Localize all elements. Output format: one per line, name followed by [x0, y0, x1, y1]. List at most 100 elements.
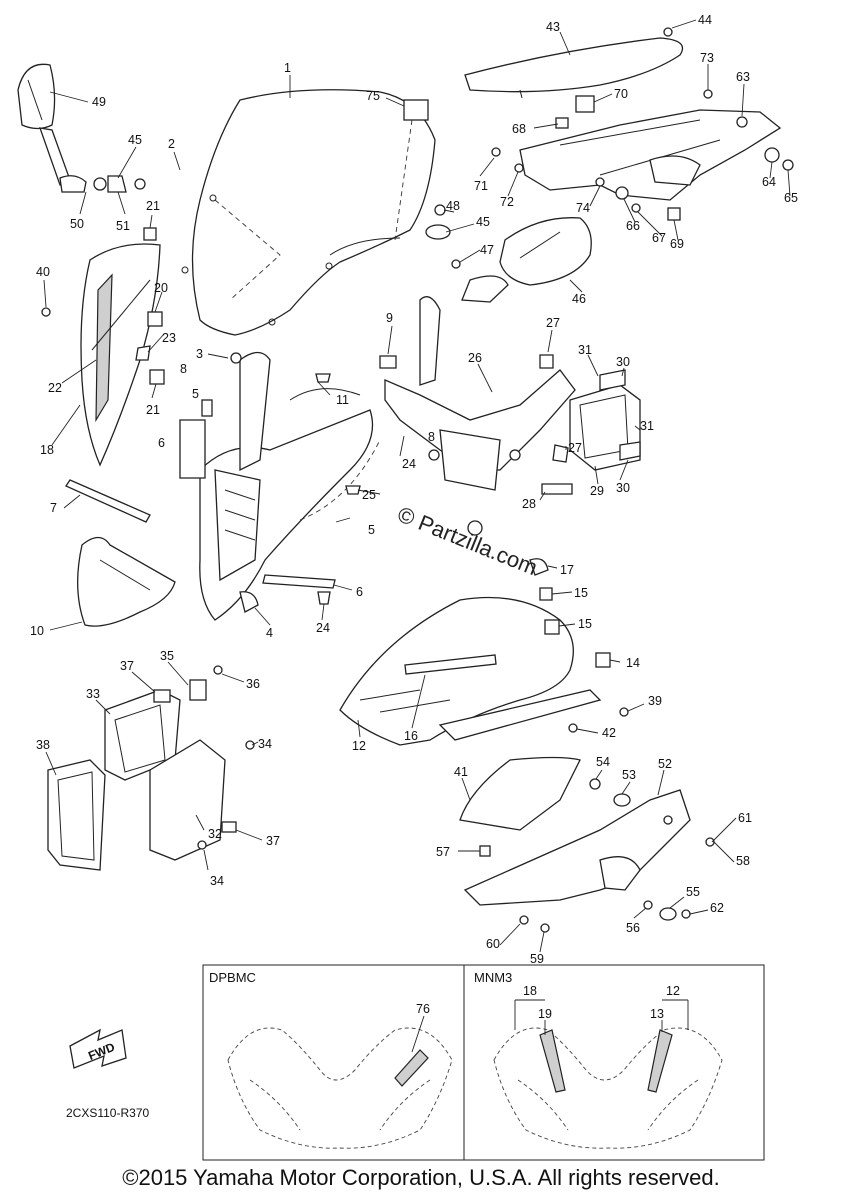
callout-60: 60	[486, 937, 500, 951]
callout-8: 8	[428, 430, 435, 444]
callout-44: 44	[698, 13, 712, 27]
trim-strip	[65, 479, 151, 523]
callout-67: 67	[652, 231, 666, 245]
callout-40: 40	[36, 265, 50, 279]
callout-53: 53	[622, 768, 636, 782]
copyright-notice: ©2015 Yamaha Motor Corporation, U.S.A. A…	[122, 1165, 720, 1190]
callout-31: 31	[578, 343, 592, 357]
inset-dpbmc: DPBMC 76	[202, 964, 465, 1161]
callout-70: 70	[614, 87, 628, 101]
callout-39: 39	[648, 694, 662, 708]
callout-24: 24	[402, 457, 416, 471]
callout-68: 68	[512, 122, 526, 136]
callout-27: 27	[568, 441, 582, 455]
callout-20: 20	[154, 281, 168, 295]
callout-30: 30	[616, 355, 630, 369]
lower-piece-left	[77, 536, 176, 627]
callout-45: 45	[128, 133, 142, 147]
duct-frame	[569, 369, 641, 471]
callout-66: 66	[626, 219, 640, 233]
callout-56: 56	[626, 921, 640, 935]
watermark: © Partzilla.com	[394, 501, 541, 580]
callout-12: 12	[352, 739, 366, 753]
inset-callout-76: 76	[416, 1002, 430, 1016]
callout-25: 25	[362, 488, 376, 502]
inset-callout-18: 18	[523, 984, 537, 998]
inset-callout-12: 12	[666, 984, 680, 998]
callout-27: 27	[546, 316, 560, 330]
front-cowling	[179, 351, 381, 621]
callout-57: 57	[436, 845, 450, 859]
callout-38: 38	[36, 738, 50, 752]
callout-5: 5	[368, 523, 375, 537]
lower-panel	[459, 723, 715, 933]
callout-42: 42	[602, 726, 616, 740]
callout-26: 26	[468, 351, 482, 365]
callout-7: 7	[50, 501, 57, 515]
mirror-right	[425, 204, 592, 303]
callout-10: 10	[30, 624, 44, 638]
callout-28: 28	[522, 497, 536, 511]
callout-61: 61	[738, 811, 752, 825]
callout-15: 15	[578, 617, 592, 631]
callout-23: 23	[162, 331, 176, 345]
callout-73: 73	[700, 51, 714, 65]
callout-51: 51	[116, 219, 130, 233]
callout-31: 31	[640, 419, 654, 433]
callout-45: 45	[476, 215, 490, 229]
callout-35: 35	[160, 649, 174, 663]
callout-37: 37	[266, 834, 280, 848]
callout-15: 15	[574, 586, 588, 600]
mirror-left	[17, 63, 157, 241]
callout-69: 69	[670, 237, 684, 251]
callout-17: 17	[560, 563, 574, 577]
callout-49: 49	[92, 95, 106, 109]
callout-41: 41	[454, 765, 468, 779]
callout-32: 32	[208, 827, 222, 841]
callout-6: 6	[356, 585, 363, 599]
callout-14: 14	[626, 656, 640, 670]
inset-title-dpbmc: DPBMC	[209, 970, 256, 985]
callout-54: 54	[596, 755, 610, 769]
callout-65: 65	[784, 191, 798, 205]
callout-46: 46	[572, 292, 586, 306]
air-duct-assy	[47, 665, 255, 871]
figure-code: 2CXS110-R370	[66, 1106, 149, 1120]
callout-1: 1	[284, 61, 291, 75]
callout-63: 63	[736, 70, 750, 84]
side-panel-left	[41, 243, 165, 467]
callout-43: 43	[546, 20, 560, 34]
inset-callout-13: 13	[650, 1007, 664, 1021]
callout-16: 16	[404, 729, 418, 743]
callout-55: 55	[686, 885, 700, 899]
callout-75: 75	[366, 89, 380, 103]
upper-cowl-cover	[464, 27, 684, 113]
callout-37: 37	[120, 659, 134, 673]
side-cover-frame	[491, 89, 794, 221]
callout-59: 59	[530, 952, 544, 966]
callout-3: 3	[196, 347, 203, 361]
callout-30: 30	[616, 481, 630, 495]
callout-22: 22	[48, 381, 62, 395]
callout-11: 11	[336, 393, 349, 407]
callout-5: 5	[192, 387, 199, 401]
callout-36: 36	[246, 677, 260, 691]
bracket-stay	[379, 296, 576, 536]
callout-4: 4	[266, 626, 273, 640]
callout-34: 34	[258, 737, 272, 751]
callouts: 1 2 3 4 5 5 6 6 7 8 8 9 10 11 12 14 15 1…	[30, 13, 798, 966]
callout-2: 2	[168, 137, 175, 151]
callout-21: 21	[146, 403, 160, 417]
callout-6: 6	[158, 436, 165, 450]
callout-64: 64	[762, 175, 776, 189]
callout-52: 52	[658, 757, 672, 771]
callout-74: 74	[576, 201, 590, 215]
inset-title-mnm3: MNM3	[474, 970, 512, 985]
callout-24: 24	[316, 621, 330, 635]
inset-mnm3: MNM3 18 19 12 13	[463, 964, 765, 1161]
fwd-arrow-icon: FWD	[69, 1028, 127, 1069]
callout-58: 58	[736, 854, 750, 868]
windscreen	[181, 89, 436, 336]
callout-18: 18	[40, 443, 54, 457]
